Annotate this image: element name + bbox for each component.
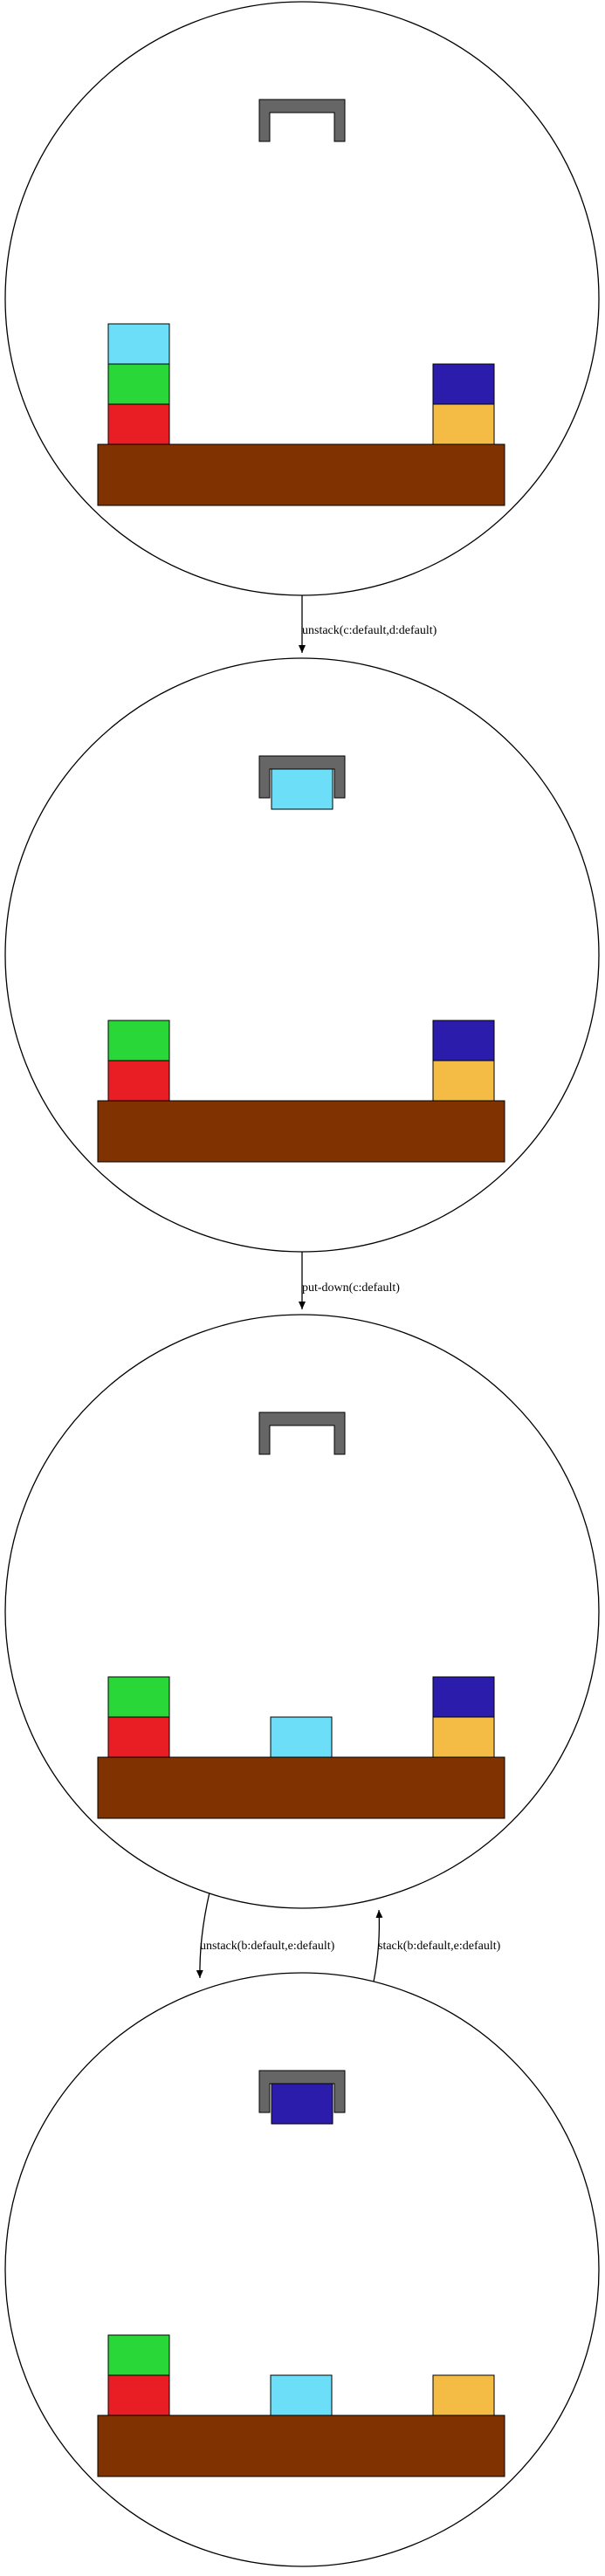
edge-label: stack(b:default,e:default) [378, 1940, 501, 1953]
block-e [432, 363, 495, 405]
gripper-icon [258, 2070, 346, 2113]
block-e [432, 1676, 495, 1718]
block-b [107, 1676, 170, 1718]
block-d [432, 2374, 495, 2416]
edge-label: put-down(c:default) [302, 1281, 400, 1295]
transition-edge-3: unstack(b:default,e:default) [196, 1892, 335, 1979]
block-a [107, 2374, 170, 2416]
edge-label: unstack(c:default,d:default) [302, 624, 437, 637]
block-b [107, 1020, 170, 1061]
state-circle [4, 657, 600, 1253]
block-c [270, 2374, 333, 2416]
state-node-1 [4, 1, 600, 596]
block-b [107, 2334, 170, 2376]
state-circle [4, 1314, 600, 1909]
block-c [270, 1716, 333, 1758]
transition-edge-4: stack(b:default,e:default) [373, 1909, 501, 1982]
transition-edge-1: unstack(c:default,d:default) [299, 595, 437, 653]
table [97, 2415, 505, 2477]
state-circle [4, 1, 600, 596]
state-node-4 [4, 1972, 600, 2567]
held-block-e [271, 2083, 333, 2125]
state-node-2 [4, 657, 600, 1253]
edge-arrow [373, 1909, 383, 1982]
block-a [107, 1716, 170, 1758]
table [97, 443, 505, 506]
state-circle [4, 1972, 600, 2567]
gripper-icon [258, 1412, 346, 1455]
block-e [432, 1020, 495, 1061]
table [97, 1756, 505, 1819]
table [97, 1100, 505, 1163]
gripper-icon [258, 755, 346, 799]
state-node-3 [4, 1314, 600, 1909]
block-d [432, 1060, 495, 1102]
edge-label: unstack(b:default,e:default) [200, 1940, 335, 1953]
block-a [107, 403, 170, 445]
transition-edge-2: put-down(c:default) [299, 1252, 400, 1309]
block-a [107, 1060, 170, 1102]
block-c [107, 323, 170, 365]
block-d [432, 403, 495, 445]
block-d [432, 1716, 495, 1758]
edge-arrow [196, 1892, 210, 1979]
block-b [107, 363, 170, 405]
held-block-c [271, 768, 333, 810]
gripper-icon [258, 99, 346, 142]
